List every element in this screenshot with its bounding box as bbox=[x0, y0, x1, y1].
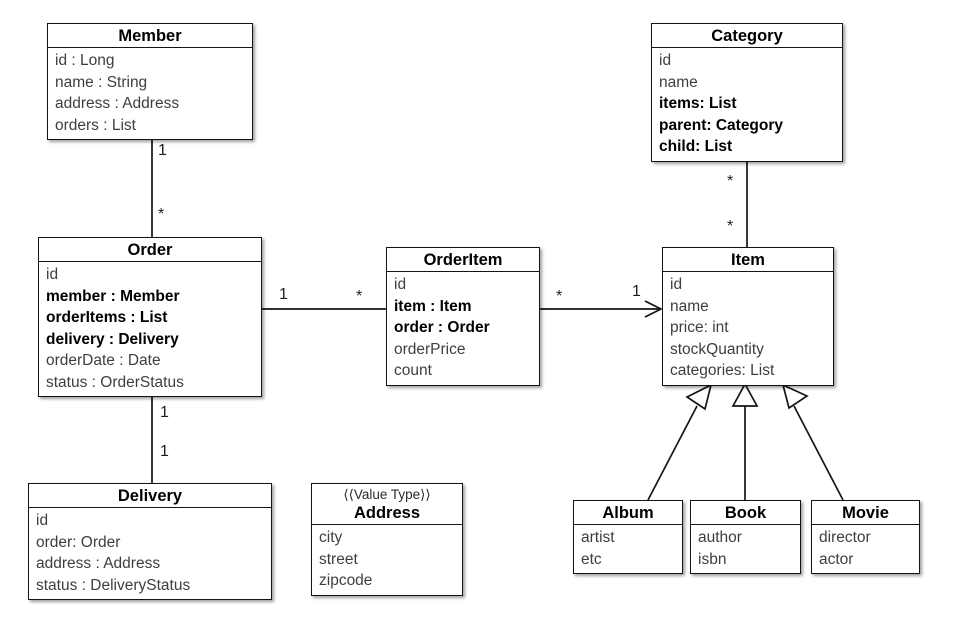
attribute: zipcode bbox=[319, 572, 373, 589]
class-box-book: Book author isbn bbox=[690, 500, 801, 574]
attribute-list-order: id member : Member orderItems : List del… bbox=[39, 262, 261, 396]
attribute: address : Address bbox=[55, 95, 180, 112]
class-box-orderitem: OrderItem id item : Item order : Order o… bbox=[386, 247, 540, 386]
attribute: id bbox=[46, 266, 59, 283]
class-box-delivery: Delivery id order: Order address : Addre… bbox=[28, 483, 272, 600]
attribute-list-book: author isbn bbox=[691, 525, 800, 573]
multiplicity-category-end: * bbox=[727, 173, 734, 190]
generalization-line-album-item bbox=[647, 405, 698, 501]
class-box-item: Item id name price: int stockQuantity ca… bbox=[662, 247, 834, 386]
attribute: parent: Category bbox=[659, 116, 784, 134]
attribute-list-orderitem: id item : Item order : Order orderPrice … bbox=[387, 272, 539, 385]
attribute: items: List bbox=[659, 95, 737, 112]
attribute: status : OrderStatus bbox=[46, 373, 184, 391]
attribute: member : Member bbox=[46, 287, 180, 305]
multiplicity-order-end: 1 bbox=[160, 404, 169, 421]
multiplicity-order-end: 1 bbox=[279, 286, 288, 303]
attribute: name : String bbox=[55, 73, 148, 91]
attribute: id bbox=[36, 512, 49, 529]
attribute: stockQuantity bbox=[670, 340, 764, 358]
attribute: order : Order bbox=[394, 319, 490, 336]
class-box-album: Album artist etc bbox=[573, 500, 683, 574]
multiplicity-order-end: * bbox=[158, 206, 165, 223]
attribute: artist bbox=[581, 529, 615, 546]
attribute: price: int bbox=[670, 319, 729, 336]
class-box-member: Member id : Long name : String address :… bbox=[47, 23, 253, 140]
attribute: child: List bbox=[659, 138, 733, 155]
attribute: director bbox=[819, 529, 871, 546]
attribute: etc bbox=[581, 550, 602, 568]
attribute: categories: List bbox=[670, 362, 775, 379]
class-title-member: Member bbox=[48, 24, 252, 48]
attribute-list-item: id name price: int stockQuantity categor… bbox=[663, 272, 833, 385]
attribute: name bbox=[659, 73, 698, 91]
hollow-triangle-album bbox=[685, 383, 713, 411]
attribute-list-member: id : Long name : String address : Addres… bbox=[48, 48, 252, 139]
class-title-delivery: Delivery bbox=[29, 484, 271, 508]
class-box-movie: Movie director actor bbox=[811, 500, 920, 574]
attribute: item : Item bbox=[394, 297, 472, 315]
generalization-line-movie-item bbox=[793, 405, 844, 501]
attribute: orderItems : List bbox=[46, 309, 168, 326]
attribute: order: Order bbox=[36, 533, 121, 551]
multiplicity-orderitem-end: * bbox=[356, 288, 363, 305]
multiplicity-item-end: * bbox=[727, 218, 734, 235]
attribute: street bbox=[319, 550, 358, 568]
class-title-category: Category bbox=[652, 24, 842, 48]
class-title-order: Order bbox=[39, 238, 261, 262]
class-title-movie: Movie bbox=[812, 501, 919, 525]
attribute: id bbox=[670, 276, 683, 293]
class-box-category: Category id name items: List parent: Cat… bbox=[651, 23, 843, 162]
attribute: id bbox=[659, 52, 672, 69]
class-title-item: Item bbox=[663, 248, 833, 272]
multiplicity-member-end: 1 bbox=[158, 142, 167, 159]
attribute: city bbox=[319, 529, 343, 546]
multiplicity-delivery-end: 1 bbox=[160, 443, 169, 460]
attribute: status : DeliveryStatus bbox=[36, 576, 191, 594]
class-title-album: Album bbox=[574, 501, 682, 525]
attribute: count bbox=[394, 362, 432, 379]
attribute: address : Address bbox=[36, 555, 161, 572]
attribute-list-album: artist etc bbox=[574, 525, 682, 573]
multiplicity-orderitem-end: * bbox=[556, 288, 563, 305]
attribute: orderPrice bbox=[394, 340, 466, 358]
attribute: name bbox=[670, 297, 709, 315]
attribute: delivery : Delivery bbox=[46, 330, 179, 348]
class-box-order: Order id member : Member orderItems : Li… bbox=[38, 237, 262, 397]
attribute: id bbox=[394, 276, 407, 293]
attribute: orders : List bbox=[55, 116, 136, 134]
stereotype-value-type: ⟨⟨Value Type⟩⟩ bbox=[343, 487, 431, 502]
open-arrowhead-to-item bbox=[644, 300, 663, 318]
class-box-address: ⟨⟨Value Type⟩⟩ Address city street zipco… bbox=[311, 483, 463, 596]
attribute-list-delivery: id order: Order address : Address status… bbox=[29, 508, 271, 599]
hollow-triangle-movie bbox=[781, 383, 809, 410]
attribute: orderDate : Date bbox=[46, 352, 161, 369]
attribute-list-category: id name items: List parent: Category chi… bbox=[652, 48, 842, 161]
class-title-address: Address bbox=[353, 504, 421, 522]
class-header-address: ⟨⟨Value Type⟩⟩ Address bbox=[312, 484, 462, 525]
attribute-list-address: city street zipcode bbox=[312, 525, 462, 595]
attribute-list-movie: director actor bbox=[812, 525, 919, 573]
hollow-triangle-book bbox=[731, 382, 759, 407]
class-title-book: Book bbox=[691, 501, 800, 525]
attribute: actor bbox=[819, 550, 854, 568]
attribute: author bbox=[698, 529, 742, 546]
multiplicity-item-end: 1 bbox=[632, 283, 641, 300]
attribute: id : Long bbox=[55, 52, 115, 69]
class-title-orderitem: OrderItem bbox=[387, 248, 539, 272]
attribute: isbn bbox=[698, 550, 727, 568]
